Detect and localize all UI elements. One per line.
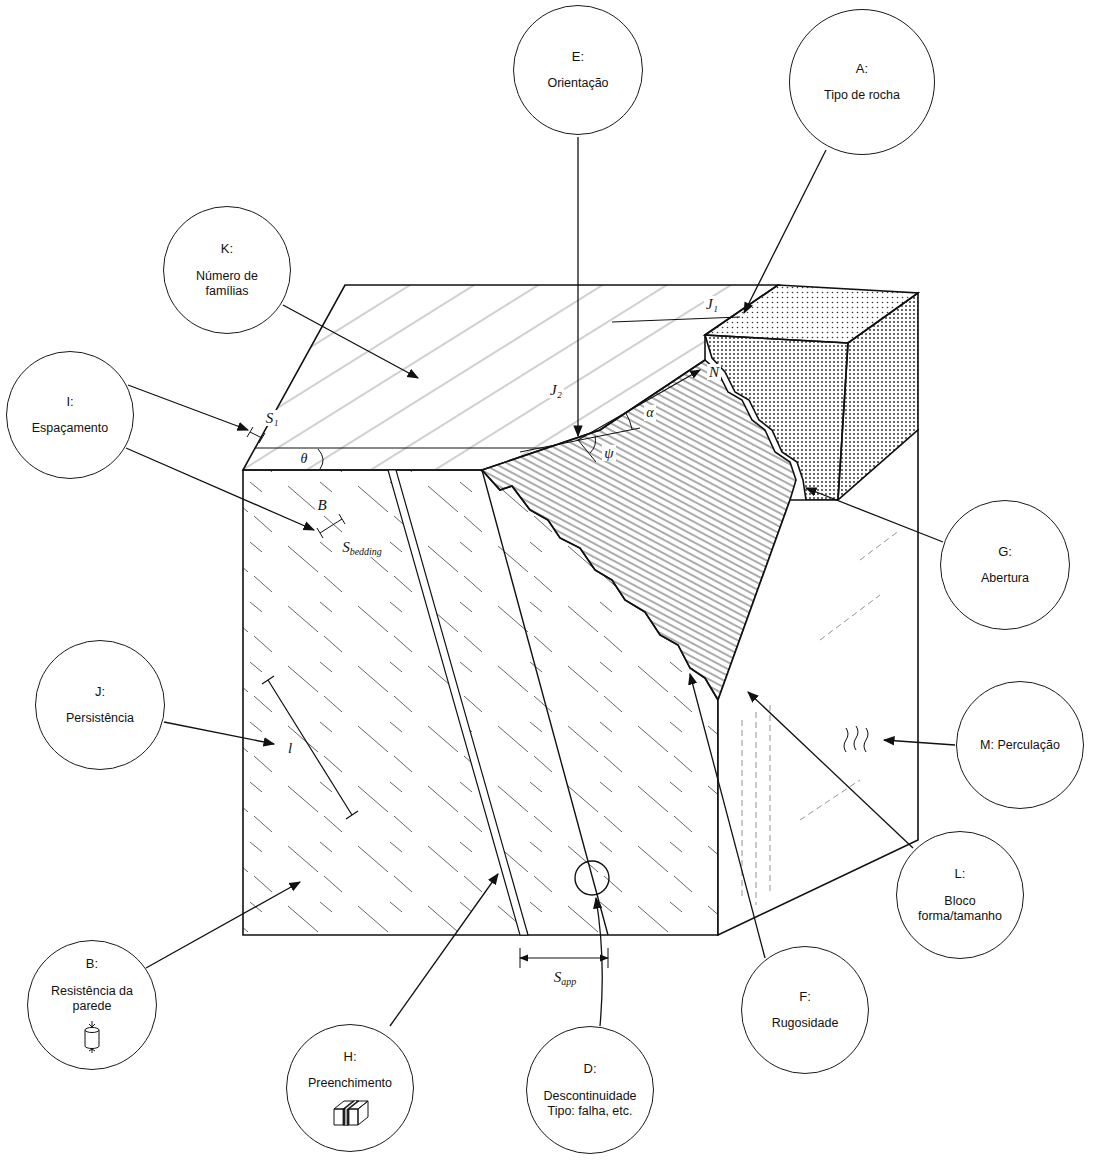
leader-arrow <box>577 137 578 436</box>
callout-circle: G: Abertura <box>940 500 1070 630</box>
trace-length <box>262 676 358 819</box>
callout-letter: E: <box>572 49 584 65</box>
callout-text: Espaçamento <box>32 421 108 436</box>
filled-joint <box>388 470 528 935</box>
callout-text: Resistência da parede <box>40 984 144 1014</box>
callout-letter: G: <box>998 544 1012 560</box>
callout-letter: A: <box>856 61 868 77</box>
right-face <box>718 430 918 935</box>
leader-arrow <box>128 385 248 430</box>
dip-line <box>578 440 596 462</box>
leader-arrow <box>126 448 314 530</box>
callout-circle: F: Rugosidade <box>741 946 869 1074</box>
callout-text: Descontinuidade Tipo: falha, etc. <box>539 1089 641 1119</box>
callout-circle: K: Número de famílias <box>163 206 291 334</box>
symbol-label: ψ <box>602 445 615 462</box>
load-arrows <box>89 1021 95 1053</box>
leader-arrow <box>748 692 913 848</box>
symbol-label: α <box>644 405 655 420</box>
callout-text: Número de famílias <box>176 269 278 299</box>
block-front <box>705 335 848 500</box>
angle-arc <box>626 413 632 429</box>
leader-arrow <box>390 874 498 1026</box>
discontinuity-marker <box>575 861 609 895</box>
infill-core <box>346 1101 356 1125</box>
callout-circle: E: Orientação <box>513 5 643 135</box>
leader-arrow <box>146 882 300 968</box>
joint-trace <box>612 317 740 322</box>
angle-arc <box>590 436 595 453</box>
symbol-label: l <box>286 740 294 757</box>
callout-circle: H: Preenchimento <box>286 1024 414 1152</box>
leader-arrow <box>744 150 826 313</box>
strike-line <box>520 428 640 452</box>
infill-band <box>343 1101 359 1125</box>
callout-circle: I: Espaçamento <box>6 351 134 479</box>
callout-circle: D: Descontinuidade Tipo: falha, etc. <box>526 1026 654 1154</box>
symbol-label: B <box>315 497 328 514</box>
callout-letter: H: <box>344 1049 357 1065</box>
face-streaks <box>742 530 900 905</box>
symbol-label: Sbedding <box>340 539 384 557</box>
leader-arrows <box>126 137 955 1026</box>
strength-icon <box>79 1020 105 1054</box>
symbol-label: J₁ <box>704 296 720 313</box>
block-outline <box>334 1101 368 1125</box>
callout-letter: D: <box>584 1061 597 1077</box>
callout-text: Abertura <box>981 571 1029 586</box>
leader-arrow <box>283 305 418 378</box>
seepage-symbol <box>844 726 868 752</box>
symbol-label: J₂ <box>548 382 564 399</box>
spacing-dimension <box>247 427 265 443</box>
leader-arrow <box>596 898 602 1026</box>
discontinuity-trace <box>482 470 608 935</box>
callout-letter: F: <box>799 989 811 1005</box>
callout-text: Tipo de rocha <box>824 88 900 103</box>
symbol-label: S₁ <box>264 410 281 427</box>
callout-text: Preenchimento <box>308 1076 392 1091</box>
dimension-ticks <box>520 948 608 968</box>
leader-arrow <box>884 740 955 745</box>
symbol-label: N <box>707 364 721 381</box>
callout-text: Orientação <box>547 76 608 91</box>
callout-letter: K: <box>221 241 233 257</box>
infill-icon <box>330 1097 370 1127</box>
callout-circle: A: Tipo de rocha <box>789 9 935 155</box>
symbol-label: θ <box>299 451 310 466</box>
callout-circle: M: Perculação <box>956 681 1084 809</box>
callout-text: M: Perculação <box>980 738 1060 753</box>
angle-arc <box>318 449 323 469</box>
callout-letter: I: <box>66 394 73 410</box>
callout-letter: L: <box>955 866 966 882</box>
leader-arrow <box>806 488 943 542</box>
north-arrow <box>578 370 700 440</box>
symbol-label: Sapp <box>552 969 579 987</box>
bedding-trace <box>255 447 547 448</box>
cylinder-top <box>85 1027 99 1032</box>
apparent-spacing <box>520 958 608 959</box>
callout-text: Rugosidade <box>772 1016 839 1031</box>
callout-text: Bloco forma/tamanho <box>909 894 1011 924</box>
leader-arrow <box>164 722 274 744</box>
callout-text: Persistência <box>66 711 134 726</box>
callout-circle: J: Persistência <box>35 640 165 770</box>
spacing-dimension <box>317 514 345 538</box>
callout-letter: J: <box>95 684 105 700</box>
callout-circle: L: Bloco forma/tamanho <box>896 831 1024 959</box>
leader-arrow <box>690 674 765 958</box>
callout-circle: B: Resistência da parede <box>27 940 157 1070</box>
callout-letter: B: <box>86 956 98 972</box>
